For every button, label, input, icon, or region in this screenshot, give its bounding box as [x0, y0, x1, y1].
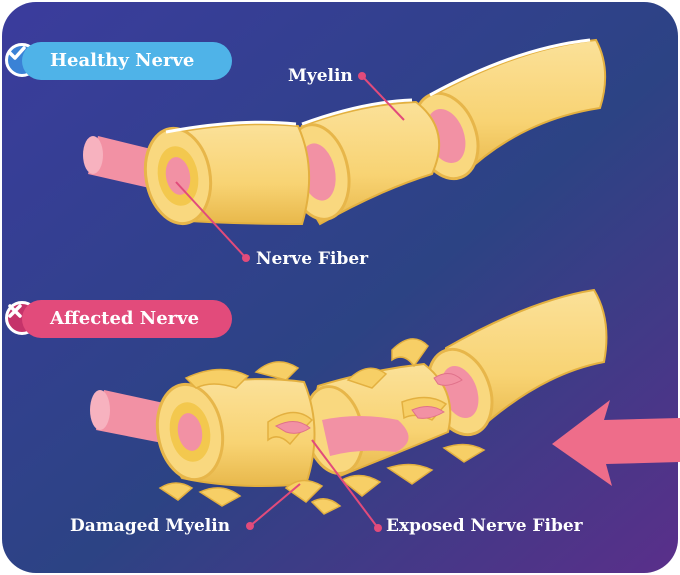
exposed-fiber-fragments: [274, 373, 463, 434]
pointer-arrow: [552, 400, 680, 486]
healthy-segment-3-top-edge: [429, 38, 591, 97]
myelin-label: Myelin: [288, 66, 353, 86]
exposed-leader-line: [311, 439, 379, 529]
nerve-fiber-label: Nerve Fiber: [256, 249, 369, 269]
healthy-nerve-illustration: [83, 38, 607, 226]
healthy-nerve-title: Healthy Nerve: [22, 42, 232, 80]
healthy-fiber-tip: [83, 136, 103, 174]
exposed-fiber-section: [322, 416, 409, 456]
exposed-nerve-fiber-label: Exposed Nerve Fiber: [386, 516, 583, 536]
affected-nerve-title: Affected Nerve: [22, 300, 232, 338]
damaged-myelin-label: Damaged Myelin: [70, 516, 231, 536]
myelin-leader-line: [361, 75, 405, 121]
fiber-leader-line: [175, 181, 247, 259]
affected-nerve-illustration: [90, 288, 608, 515]
damaged-leader-line: [249, 483, 301, 527]
